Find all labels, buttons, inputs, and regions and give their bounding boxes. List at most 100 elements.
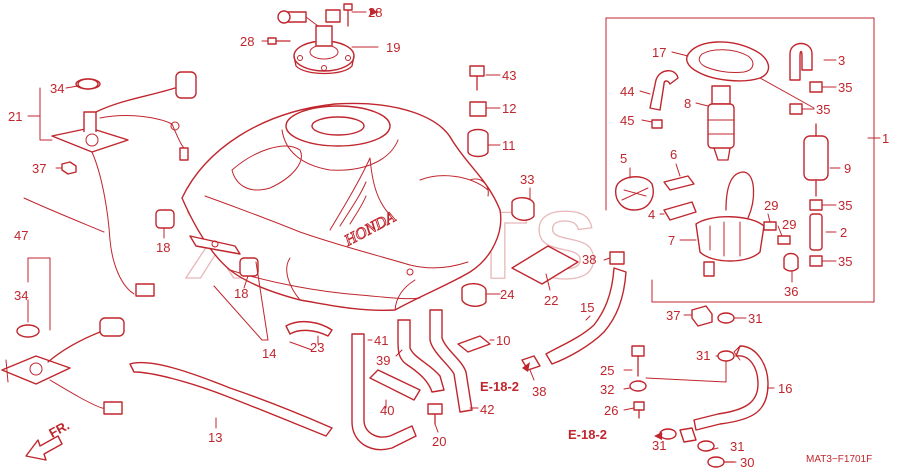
callout-45: 45 [620, 113, 634, 128]
bolt-43 [469, 65, 485, 91]
filter-5 [615, 176, 654, 211]
callout-17: 17 [652, 45, 666, 60]
drain-tube-41 [351, 333, 417, 451]
assembly-bracket-1 [605, 17, 875, 303]
callout-16: 16 [778, 381, 792, 396]
drain-tube-42 [429, 309, 473, 413]
callout-6: 6 [670, 147, 677, 162]
callout-32: 32 [600, 382, 614, 397]
callout-38b: 38 [532, 384, 546, 399]
leader-line [23, 197, 105, 233]
fuel-pump-sender-lower [1, 317, 125, 415]
clamp-6 [663, 175, 695, 191]
callout-4: 4 [648, 207, 655, 222]
callout-14: 14 [262, 346, 276, 361]
callout-33: 33 [520, 172, 534, 187]
reference-e18-upper: E-18-2 [480, 379, 519, 394]
screw-26 [633, 401, 645, 419]
tube-2 [809, 213, 823, 251]
washer-31b [717, 350, 735, 362]
bolt-36 [783, 252, 799, 272]
joint-20 [427, 403, 443, 425]
callout-9: 9 [844, 161, 851, 176]
fuel-filter-9 [803, 123, 829, 197]
callout-11: 11 [502, 138, 516, 153]
arrow-icon [522, 362, 530, 372]
pump-base-7 [695, 171, 765, 277]
callout-37b: 37 [666, 308, 680, 323]
callout-39: 39 [376, 353, 390, 368]
callout-44: 44 [620, 84, 634, 99]
washer-31a [717, 312, 735, 324]
callout-34a: 34 [50, 81, 64, 96]
callout-21: 21 [8, 109, 22, 124]
nut-37b [691, 305, 713, 327]
callout-30: 30 [740, 455, 754, 470]
fuel-tank: HONDA [181, 102, 502, 312]
clip-33 [511, 197, 535, 221]
clip-38a [609, 251, 625, 265]
callout-34b: 34 [14, 288, 28, 303]
cap-bolts [267, 3, 353, 45]
seal-ring-34b [16, 324, 40, 338]
gasket-17 [686, 41, 770, 82]
callout-36: 36 [784, 284, 798, 299]
bolt-25 [631, 345, 645, 377]
fuel-hose-15 [545, 267, 627, 365]
arrow-icon [370, 8, 378, 16]
callout-18a: 18 [156, 240, 170, 255]
damper-18a [155, 209, 175, 229]
clip-35a [809, 81, 823, 93]
callout-41: 41 [374, 333, 388, 348]
callout-20: 20 [432, 434, 446, 449]
fuel-feed-hose-16 [693, 345, 769, 431]
clip-35c [809, 199, 823, 211]
callout-40: 40 [380, 403, 394, 418]
callout-29a: 29 [764, 198, 778, 213]
callout-19: 19 [386, 40, 400, 55]
front-direction-marker: FR. [25, 418, 72, 461]
callout-24: 24 [500, 287, 514, 302]
bolt-29b [777, 235, 791, 245]
washer-32 [629, 380, 647, 392]
callout-35b: 35 [816, 102, 830, 117]
callout-12: 12 [502, 101, 516, 116]
callout-15: 15 [580, 300, 594, 315]
seal-ring-34a [77, 78, 99, 90]
clip-35d [809, 255, 823, 267]
tube-40 [369, 369, 421, 401]
callout-23: 23 [310, 340, 324, 355]
callout-35d: 35 [838, 254, 852, 269]
cushion-11 [467, 128, 489, 158]
damper-18b [239, 257, 259, 277]
callout-31b: 31 [696, 348, 710, 363]
callout-37a: 37 [32, 161, 46, 176]
callout-38a: 38 [582, 252, 596, 267]
front-marker-label: FR. [46, 418, 72, 441]
clip-10 [457, 335, 491, 353]
label-sheet-22 [511, 245, 579, 285]
hose-44 [649, 70, 679, 111]
fuel-pump-8 [707, 85, 735, 161]
callout-28b: 28 [240, 34, 254, 49]
collar-12 [469, 101, 487, 117]
callout-35c: 35 [838, 198, 852, 213]
bolt-29a [763, 221, 777, 231]
callout-35a: 35 [838, 80, 852, 95]
diagram-code: MAT3−F1701F [806, 454, 872, 465]
tank-seal-strip [129, 361, 333, 437]
leader-lines [27, 11, 881, 463]
reference-e18-lower: E-18-2 [568, 427, 607, 442]
callout-5: 5 [620, 151, 627, 166]
callout-18b: 18 [234, 286, 248, 301]
callout-8: 8 [684, 96, 691, 111]
callout-7: 7 [668, 233, 675, 248]
bracket-4 [663, 201, 697, 221]
banjo-fitting [679, 427, 697, 443]
callout-1: 1 [882, 131, 889, 146]
filler-cap [277, 9, 355, 75]
callout-42: 42 [480, 402, 494, 417]
cushion-24 [461, 283, 487, 307]
